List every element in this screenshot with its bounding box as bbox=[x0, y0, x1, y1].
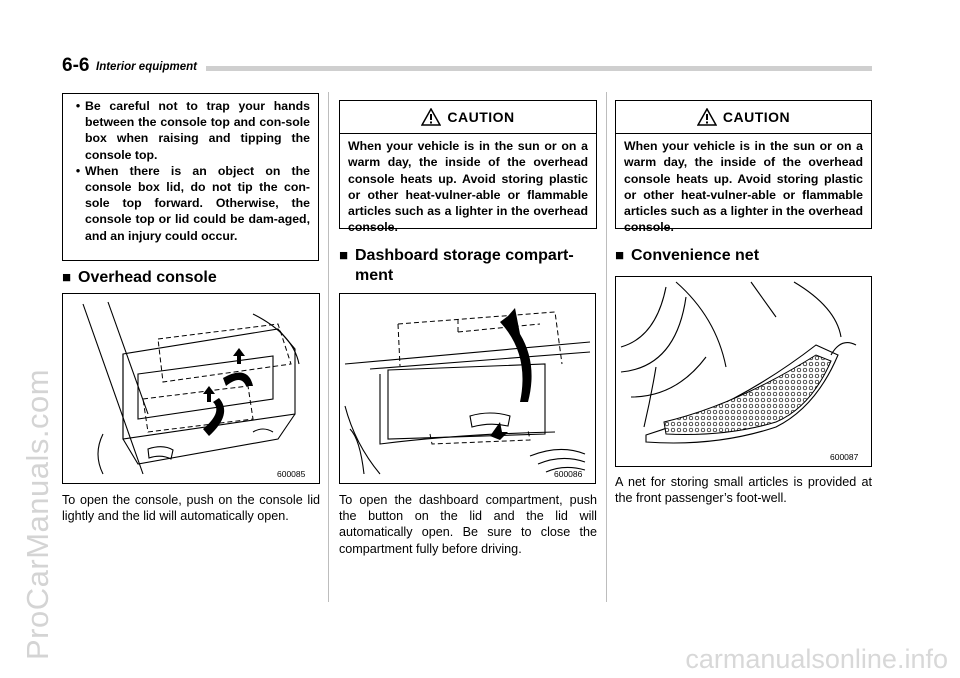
bullet-item: • When there is an object on the console… bbox=[71, 163, 310, 244]
caution-header: CAUTION bbox=[340, 101, 596, 134]
warning-bullet-box: • Be careful not to trap your hands betw… bbox=[62, 93, 319, 261]
dashboard-compartment-figure: 600086 bbox=[339, 293, 596, 484]
caution-text: When your vehicle is in the sun or on a … bbox=[624, 139, 863, 235]
body-text-dashboard-compartment: To open the dashboard compartment, push … bbox=[339, 493, 597, 556]
watermark-procarmanuals: ProCarManuals.com bbox=[20, 368, 55, 660]
header-rule bbox=[206, 66, 872, 71]
caution-text: When your vehicle is in the sun or on a … bbox=[348, 139, 588, 235]
convenience-net-figure: 600087 bbox=[615, 276, 872, 467]
body-text-overhead-console: To open the console, push on the console… bbox=[62, 493, 320, 524]
caution-box-middle: CAUTION When your vehicle is in the sun … bbox=[339, 100, 597, 234]
caution-label: CAUTION bbox=[722, 109, 791, 125]
dashboard-compartment-illustration: 600086 bbox=[344, 308, 591, 479]
bullet-text: When there is an object on the console b… bbox=[85, 163, 310, 243]
watermark-carmanualsonline: carmanualsonline.info bbox=[685, 644, 948, 674]
section-title: Interior equipment bbox=[96, 61, 197, 73]
caution-header: CAUTION bbox=[616, 101, 871, 134]
figure-code-600085: 600085 bbox=[277, 469, 306, 479]
warning-triangle-icon bbox=[421, 108, 442, 126]
overhead-console-figure: 600085 bbox=[62, 293, 320, 484]
heading-marker: ■ bbox=[339, 247, 349, 264]
heading-marker: ■ bbox=[62, 269, 72, 286]
heading-convenience-net: ■ Convenience net bbox=[615, 246, 872, 266]
caution-label: CAUTION bbox=[447, 109, 515, 125]
bullet-dot: • bbox=[75, 163, 81, 178]
bullet-dot: • bbox=[75, 99, 81, 113]
body-text-convenience-net: A net for storing small articles is prov… bbox=[615, 475, 872, 506]
heading-overhead-console: ■ Overhead console bbox=[62, 268, 320, 288]
bullet-text: Be careful not to trap your hands betwee… bbox=[85, 99, 310, 162]
column-divider-2 bbox=[606, 92, 607, 602]
heading-marker: ■ bbox=[615, 247, 625, 264]
heading-text: Dashboard storage compart-ment bbox=[355, 247, 574, 284]
overhead-console-illustration: 600085 bbox=[82, 301, 306, 479]
caution-box-right: CAUTION When your vehicle is in the sun … bbox=[615, 100, 872, 234]
figure-code-600086: 600086 bbox=[554, 469, 583, 479]
warning-triangle-icon bbox=[696, 108, 717, 126]
heading-text: Convenience net bbox=[631, 247, 760, 264]
convenience-net-illustration: 600087 bbox=[620, 281, 859, 462]
column-divider-1 bbox=[328, 92, 329, 602]
page-number: 6-6 bbox=[62, 55, 90, 76]
heading-text: Overhead console bbox=[78, 269, 217, 286]
bullet-item: • Be careful not to trap your hands betw… bbox=[71, 98, 310, 163]
heading-dashboard-storage: ■ Dashboard storage compart-ment bbox=[339, 246, 597, 286]
figure-code-600087: 600087 bbox=[830, 452, 859, 462]
